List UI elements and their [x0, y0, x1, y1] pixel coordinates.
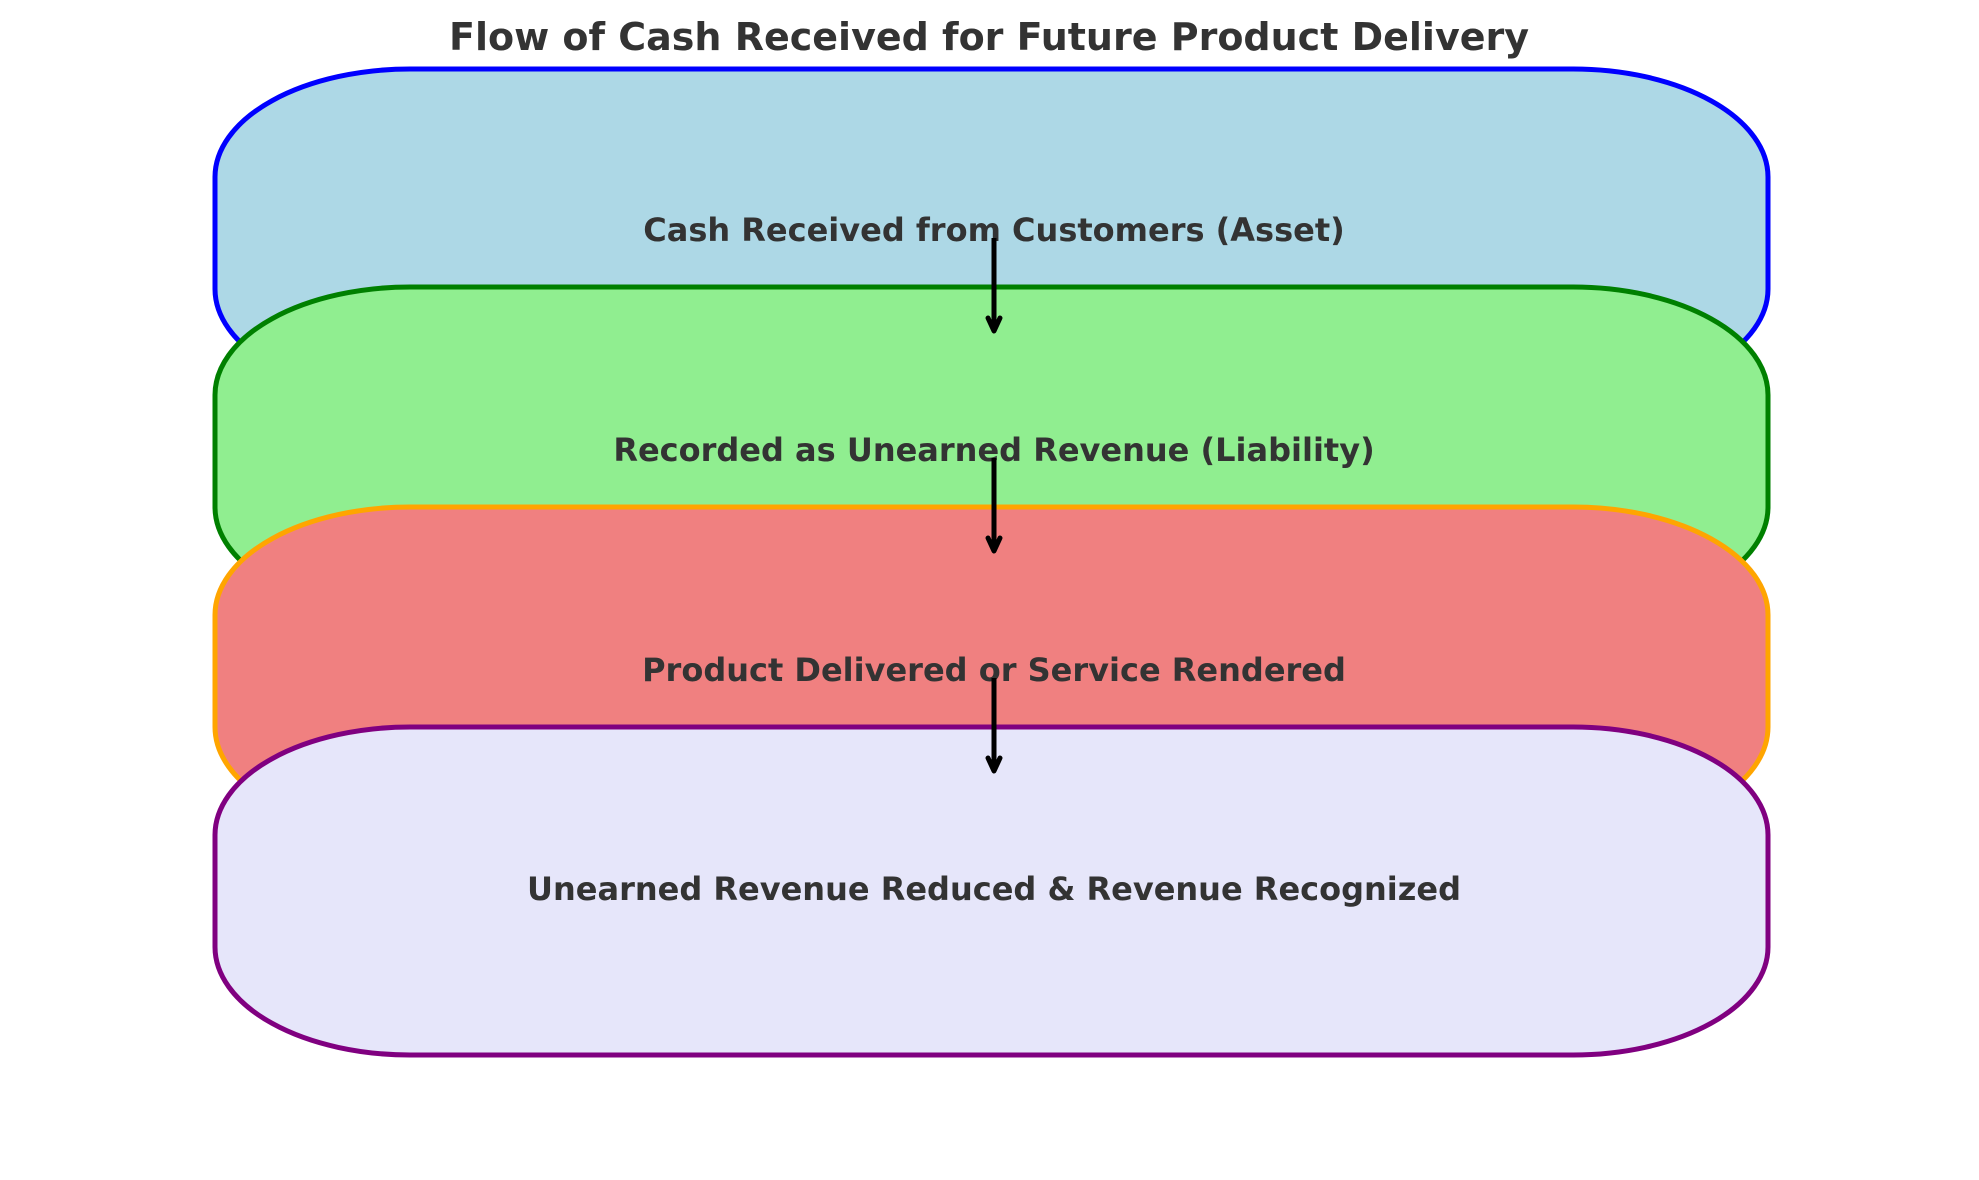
- node-box: [215, 727, 1768, 1055]
- arrow-1-to-2: [985, 238, 1003, 334]
- arrow-3-to-4: [985, 678, 1003, 774]
- node-label-revenue-recognized: Unearned Revenue Reduced & Revenue Recog…: [527, 870, 1461, 908]
- arrow-down-icon: [985, 315, 1003, 334]
- arrow-down-icon: [985, 535, 1003, 554]
- diagram-title: Flow of Cash Received for Future Product…: [449, 15, 1529, 59]
- arrow-2-to-3: [985, 458, 1003, 554]
- arrow-down-icon: [985, 755, 1003, 774]
